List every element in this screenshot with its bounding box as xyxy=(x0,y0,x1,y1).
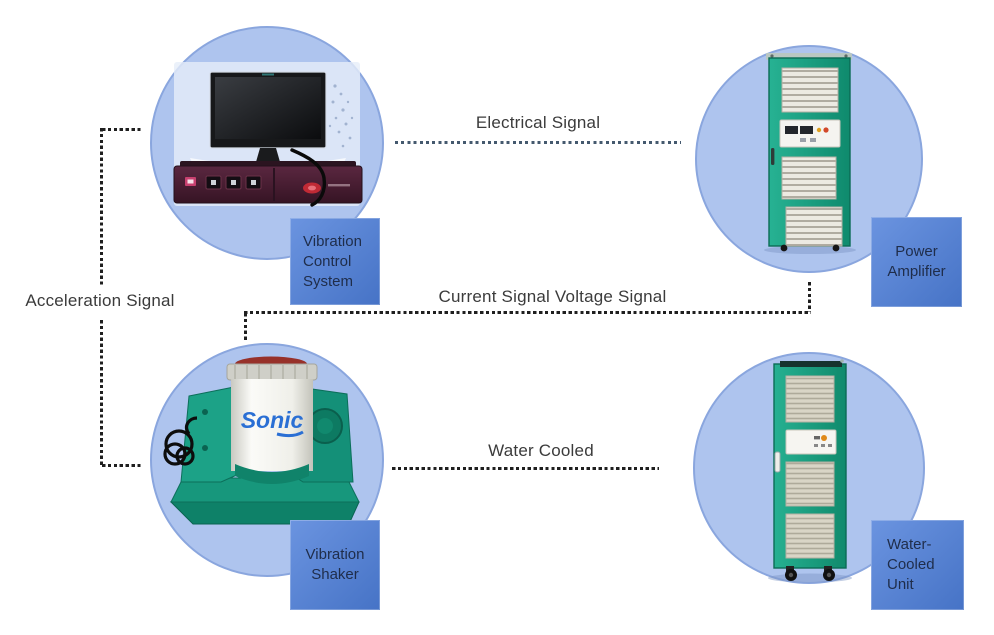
node-water-cooled-unit: Water- Cooled Unit xyxy=(871,520,964,610)
splash-dots xyxy=(328,84,354,148)
power-amplifier-image xyxy=(764,53,856,254)
node-vibration-shaker: Vibration Shaker xyxy=(290,520,380,610)
vibration-control-system-image xyxy=(173,62,363,207)
electrical-signal-label: Electrical Signal xyxy=(475,113,601,132)
water-cooled-unit-image xyxy=(768,359,852,583)
acceleration-line-top xyxy=(102,128,143,132)
current-voltage-line xyxy=(244,311,811,315)
acceleration-line-bottom xyxy=(102,464,143,468)
vent-grille xyxy=(785,206,843,247)
vent-grille xyxy=(781,67,839,113)
shaker-cylinder xyxy=(231,379,313,471)
current-voltage-signal-label: Current Signal Voltage Signal xyxy=(438,287,667,306)
water-cooled-line xyxy=(392,467,659,471)
current-voltage-line-left-drop xyxy=(244,313,248,340)
cabinet-top-bar xyxy=(780,361,842,367)
door-handle xyxy=(771,148,775,165)
monitor xyxy=(209,71,327,162)
water-cooled-label: Water Cooled xyxy=(488,441,594,460)
cylinder-base-band xyxy=(235,464,309,484)
top-ring xyxy=(226,363,318,381)
node-vibration-control-system: Vibration Control System xyxy=(290,218,380,305)
left-tower xyxy=(180,385,240,483)
acceleration-line-vertical-lower xyxy=(100,320,104,467)
vent-grille xyxy=(781,156,837,200)
door-handle xyxy=(774,451,781,473)
vent-grille xyxy=(785,461,835,507)
cable xyxy=(290,148,327,207)
node-power-amplifier: Power Amplifier xyxy=(871,217,962,307)
vent-grille xyxy=(785,513,835,559)
controller-unit xyxy=(173,161,363,204)
acceleration-signal-label: Acceleration Signal xyxy=(25,291,175,310)
casters xyxy=(785,566,835,581)
vibration-shaker-image: Sonic xyxy=(163,356,360,525)
shaker-logo: Sonic xyxy=(241,407,304,433)
current-voltage-line-right-riser xyxy=(808,282,812,312)
electrical-signal-line xyxy=(395,141,681,144)
control-panel xyxy=(785,429,837,455)
acceleration-line-vertical-upper xyxy=(100,128,104,287)
vent-grille xyxy=(785,375,835,423)
coiled-cable xyxy=(163,416,198,466)
control-panel xyxy=(779,119,841,148)
